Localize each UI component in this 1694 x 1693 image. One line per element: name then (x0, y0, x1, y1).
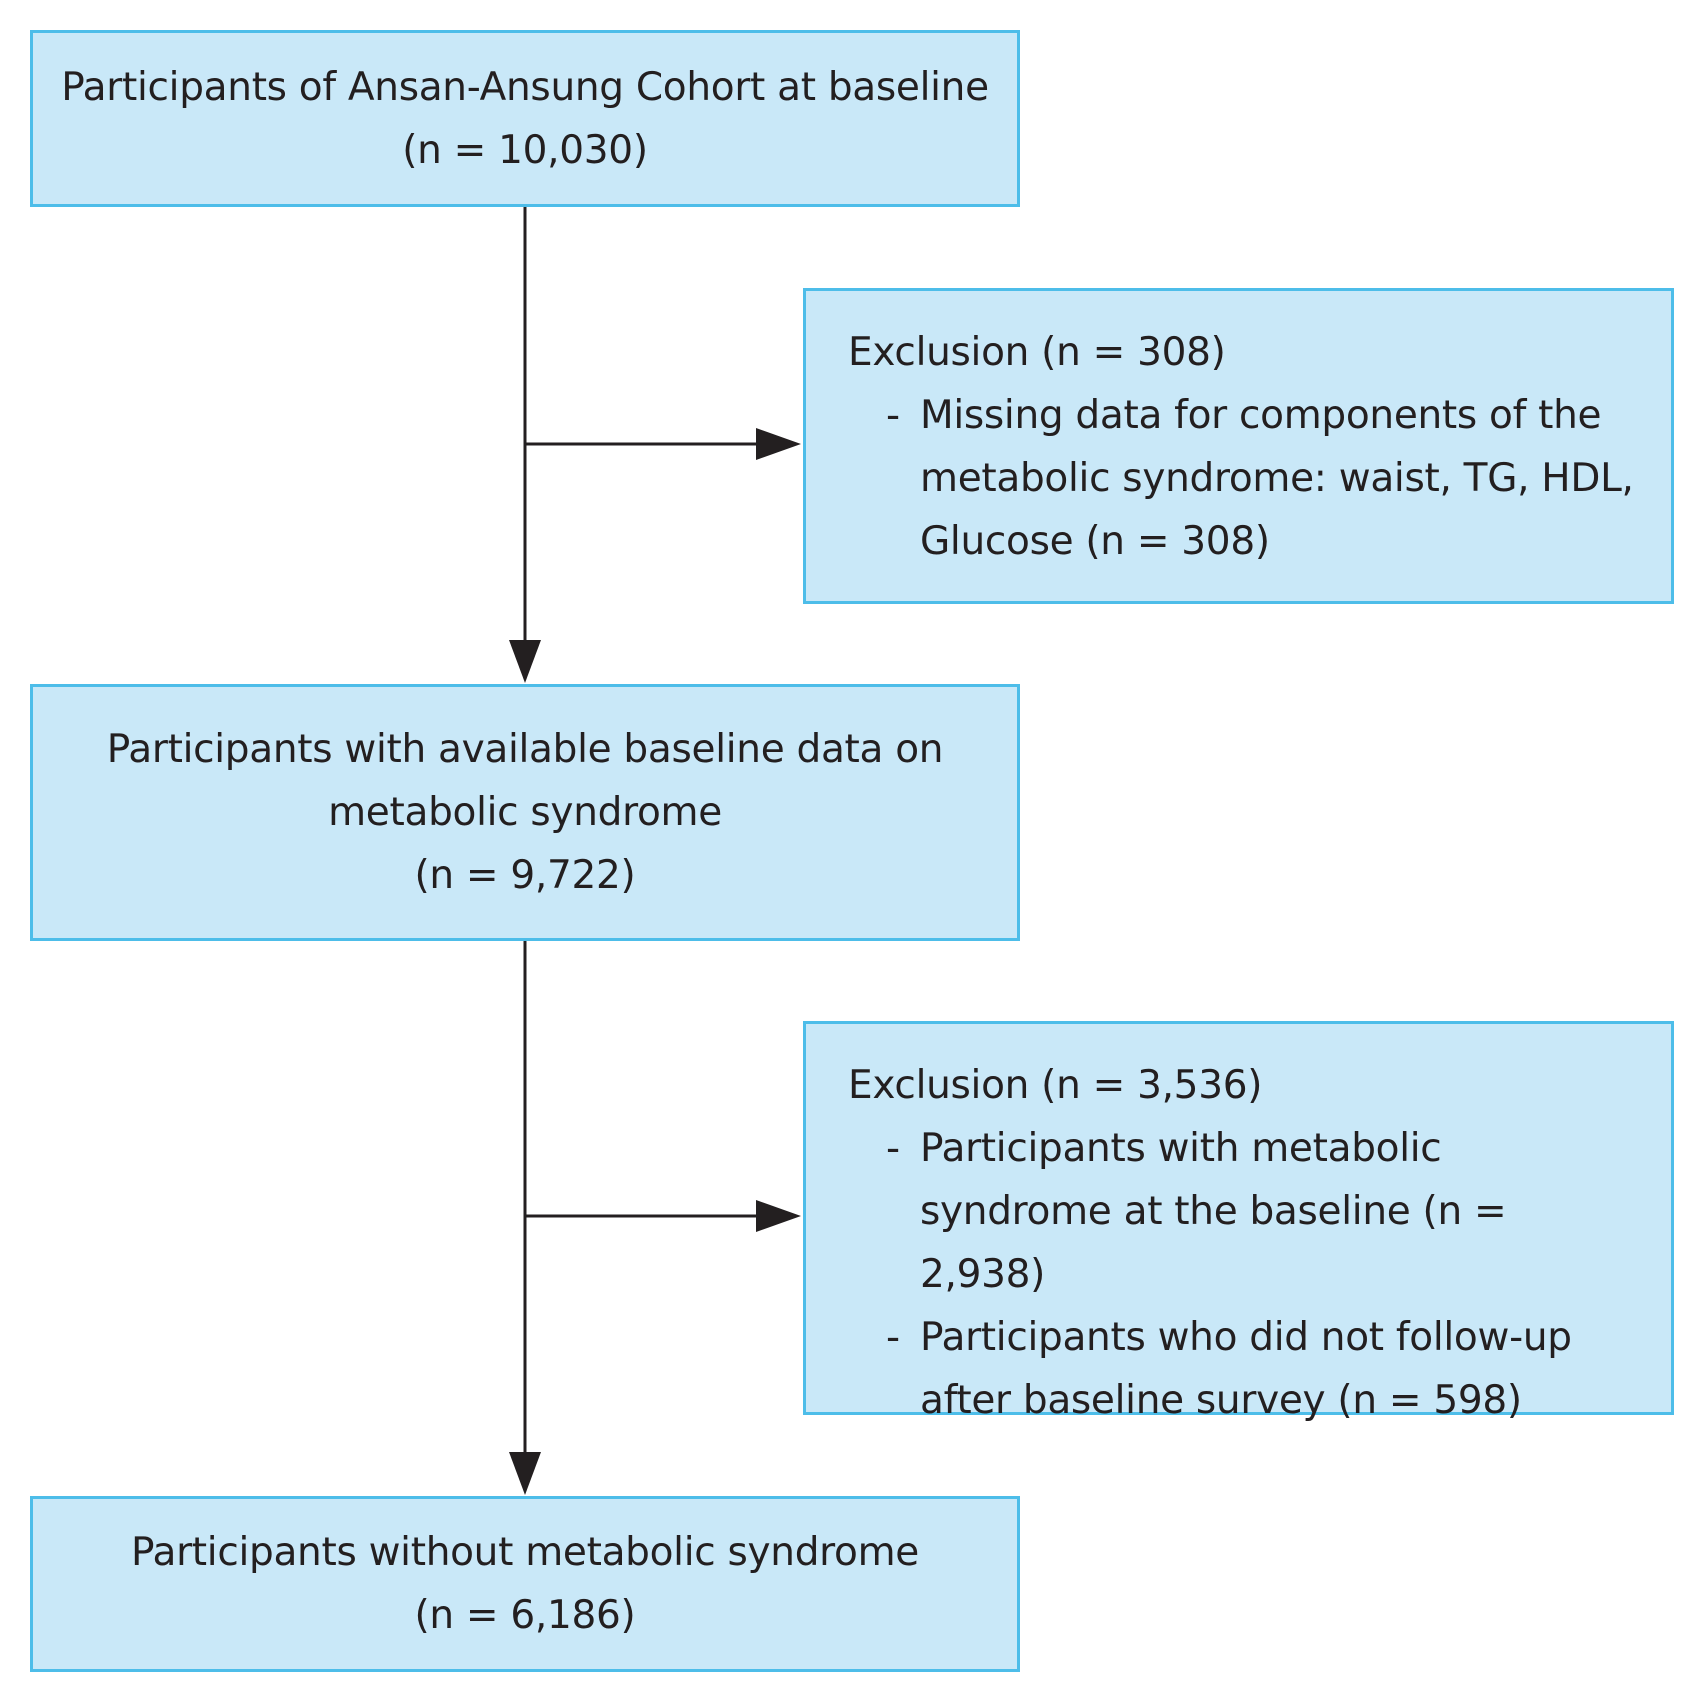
baseline-cohort-box: Participants of Ansan-Ansung Cohort at b… (30, 30, 1020, 207)
arrowhead-right-1 (756, 428, 801, 460)
exclusion-2-item-2: - Participants who did not follow-up aft… (848, 1306, 1671, 1432)
available-count: (n = 9,722) (414, 853, 636, 898)
arrowhead-right-2 (756, 1200, 801, 1232)
bullet-dash: - (886, 1315, 900, 1360)
final-count: (n = 6,186) (414, 1593, 636, 1638)
arrowhead-down-2 (509, 1452, 541, 1495)
exclusion-1-item: - Missing data for components of the met… (848, 384, 1671, 573)
baseline-title: Participants of Ansan-Ansung Cohort at b… (61, 64, 989, 110)
available-data-box: Participants with available baseline dat… (30, 684, 1020, 941)
bullet-dash: - (886, 1126, 900, 1171)
exclusion-1-heading: Exclusion (n = 308) (848, 330, 1226, 375)
available-title-line-2: metabolic syndrome (328, 790, 722, 835)
exclusion-box-1: Exclusion (n = 308) - Missing data for c… (803, 288, 1674, 604)
exclusion-box-2: Exclusion (n = 3,536) - Participants wit… (803, 1021, 1674, 1423)
exclusion-2-item-2-text: Participants who did not follow-up after… (920, 1315, 1572, 1423)
bullet-dash: - (886, 393, 900, 438)
final-cohort-box: Participants without metabolic syndrome … (30, 1496, 1020, 1672)
exclusion-2-item-1-text: Participants with metabolic syndrome at … (920, 1126, 1507, 1297)
available-title-line-1: Participants with available baseline dat… (106, 727, 944, 772)
final-title: Participants without metabolic syndrome (131, 1530, 919, 1575)
exclusion-2-item-1: - Participants with metabolic syndrome a… (848, 1117, 1671, 1306)
arrowhead-down-1 (509, 640, 541, 683)
exclusion-2-heading: Exclusion (n = 3,536) (848, 1063, 1263, 1108)
exclusion-1-item-text: Missing data for components of the metab… (920, 393, 1634, 564)
baseline-count: (n = 10,030) (402, 127, 648, 173)
